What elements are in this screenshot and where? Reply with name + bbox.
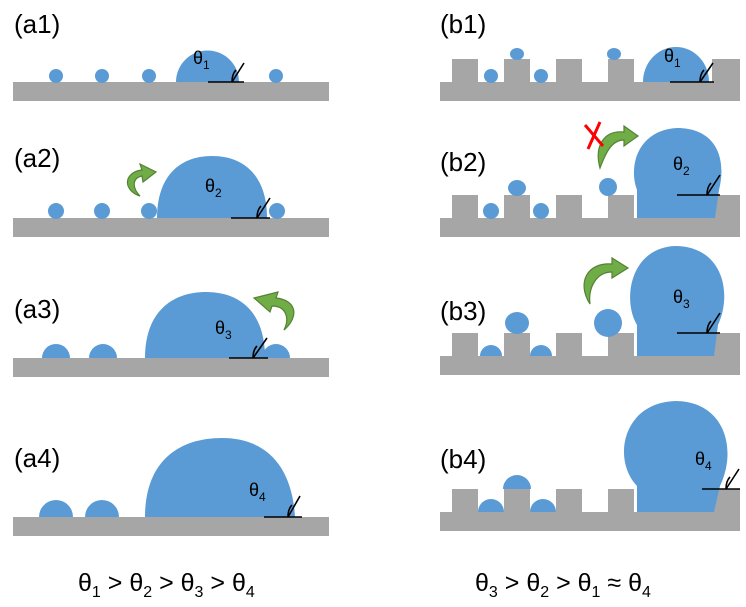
panel-label-a4: (a4): [14, 443, 60, 473]
small-droplet: [262, 344, 290, 358]
contact-angle-label: θ3: [673, 287, 690, 311]
panel-label-a3: (a3): [14, 294, 60, 324]
small-droplet: [505, 312, 529, 334]
contact-angle-label: θ2: [205, 176, 222, 200]
small-droplet: [594, 309, 622, 337]
panel-a2: (a2) θ2: [13, 143, 329, 237]
coalescence-arrow-icon: [252, 291, 295, 331]
pillar-substrate: [440, 489, 740, 531]
small-droplet: [480, 345, 502, 356]
small-droplet: [49, 69, 63, 83]
small-droplet: [39, 499, 73, 517]
small-droplet: [530, 499, 556, 512]
contact-angle-label: θ2: [673, 154, 690, 178]
contact-angle-marker: [208, 62, 245, 83]
contact-angle-marker: [677, 312, 721, 334]
small-droplet: [484, 69, 498, 83]
small-droplet: [530, 345, 552, 356]
panel-label-b1: (b1): [440, 9, 486, 39]
panel-b4: (b4) θ4: [440, 401, 740, 531]
contact-angle-marker: [264, 495, 302, 518]
panel-a3: (a3) θ3: [13, 291, 329, 377]
small-droplet: [599, 178, 617, 196]
small-droplet: [483, 203, 499, 219]
flat-substrate: [13, 82, 329, 101]
contact-angle-marker: [229, 337, 268, 359]
large-droplet: [643, 46, 709, 82]
contact-angle-label: θ1: [193, 48, 210, 72]
small-droplet: [533, 203, 549, 219]
coalescence-arrow-icon: [126, 162, 158, 197]
small-droplet: [141, 203, 157, 219]
small-droplet: [41, 343, 71, 358]
small-droplet: [142, 69, 156, 83]
panel-b1: (b1) θ1: [440, 9, 740, 101]
small-droplet: [478, 499, 504, 512]
coalescence-arrow-icon: [583, 256, 630, 305]
large-droplet: [157, 156, 267, 218]
contact-angle-marker: [670, 62, 714, 83]
small-droplet: [508, 180, 526, 196]
blocked-cross-icon: [583, 121, 605, 150]
small-droplet: [94, 203, 110, 219]
flat-substrate: [13, 358, 329, 377]
large-droplet: [145, 438, 295, 517]
small-droplet: [503, 475, 531, 489]
large-droplet: [630, 246, 725, 356]
small-droplet: [510, 48, 524, 60]
large-droplet: [623, 401, 728, 512]
contact-angle-label: θ3: [215, 318, 232, 342]
contact-angle-marker: [702, 468, 740, 490]
panel-a1: (a1) θ1: [13, 9, 329, 101]
panel-b2: (b2) θ2: [440, 121, 740, 237]
panel-a4: (a4) θ4: [13, 438, 329, 536]
pillar-substrate: [440, 333, 740, 375]
panel-label-b3: (b3): [440, 296, 486, 326]
small-droplet: [85, 500, 119, 517]
contact-angle-marker: [677, 174, 721, 196]
panel-label-a2: (a2): [14, 143, 60, 173]
panel-label-b2: (b2): [440, 147, 486, 177]
flat-substrate: [13, 517, 329, 536]
pillar-substrate: [440, 195, 740, 237]
pillar-substrate: [440, 59, 740, 101]
small-droplet: [48, 203, 64, 219]
large-droplet: [145, 292, 265, 358]
small-droplet: [607, 48, 621, 60]
small-droplet: [269, 203, 285, 219]
contact-angle-label: θ4: [249, 480, 266, 504]
small-droplet: [534, 69, 548, 83]
relation-b: θ3 > θ2 > θ1 ≈ θ4: [475, 569, 651, 601]
contact-angle-marker: [231, 197, 271, 219]
contact-angle-label: θ1: [664, 46, 681, 70]
flat-substrate: [13, 218, 329, 237]
panel-label-b4: (b4): [440, 444, 486, 474]
small-droplet: [269, 69, 283, 83]
large-droplet: [176, 50, 239, 82]
panel-b3: (b3) θ3: [440, 246, 740, 375]
coalescence-arrow-icon: [597, 124, 640, 170]
small-droplet: [95, 69, 109, 83]
relation-a: θ1 > θ2 > θ3 > θ4: [78, 569, 255, 601]
contact-angle-label: θ4: [695, 449, 712, 473]
small-droplet: [89, 344, 117, 358]
panel-label-a1: (a1): [14, 9, 60, 39]
